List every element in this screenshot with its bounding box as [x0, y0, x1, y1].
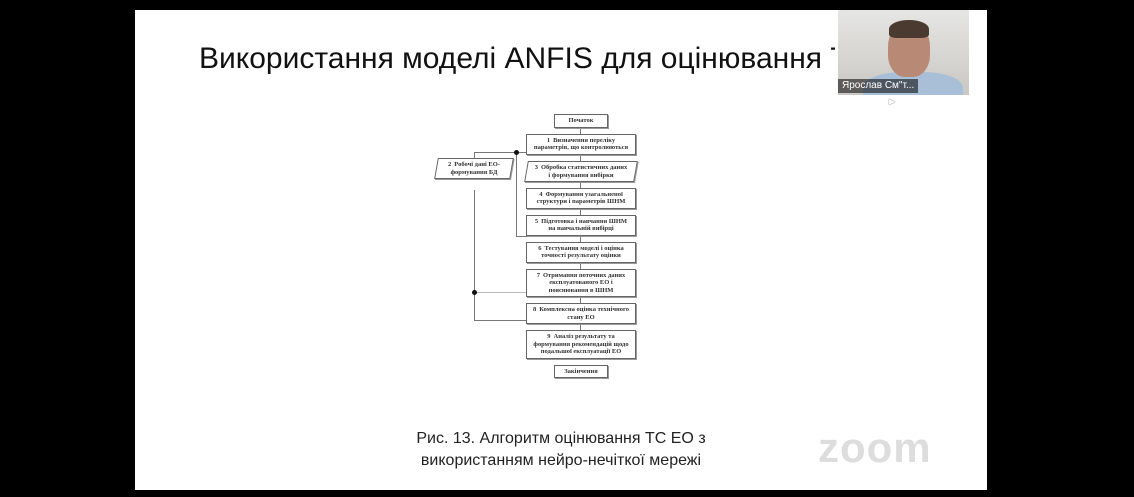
step-text: Підготовка і навчання ШНМ на навчальній …	[541, 217, 628, 233]
step-text: Визначення переліку параметрів, що контр…	[533, 136, 629, 152]
end-text: Закінчення	[564, 367, 598, 375]
feedback-connector	[474, 190, 475, 320]
step-number: 6	[538, 244, 542, 252]
participant-name: Ярослав См"т...	[838, 79, 919, 93]
step-number: 9	[547, 333, 551, 340]
step-number: 3	[534, 163, 538, 171]
participant-video[interactable]: Ярослав См"т...	[838, 10, 969, 95]
connector	[516, 236, 528, 237]
mouse-cursor-icon: ▸	[889, 94, 896, 108]
zoom-watermark: zoom	[818, 424, 932, 471]
step-text: Отримання поточних даних експлуатованого…	[542, 271, 626, 294]
flow-end: Закінчення	[554, 364, 608, 378]
step-number: 1	[546, 136, 551, 144]
step-number: 5	[534, 217, 539, 225]
step-number: 8	[532, 306, 537, 313]
connector	[474, 152, 475, 160]
step-number: 4	[539, 190, 543, 198]
flow-start: Початок	[554, 114, 608, 128]
step-text: Комплексна оцінка технічного стану ЕО	[539, 306, 630, 321]
step-text: Робочі дані ЕО-формування БД	[450, 161, 500, 176]
step-text: Тестування моделі і оцінка точності резу…	[541, 244, 624, 260]
step-text: Аналіз результату та формування рекоменд…	[533, 333, 629, 355]
step-number: 2	[448, 161, 452, 168]
connector	[516, 152, 517, 236]
junction-dot	[514, 150, 519, 155]
junction-dot	[472, 290, 477, 295]
participant-hair	[889, 20, 929, 38]
step-text: Формування узагальненої структури і пара…	[536, 190, 626, 206]
connector	[474, 320, 528, 321]
start-text: Початок	[568, 117, 594, 124]
connector	[474, 292, 528, 293]
slide-title: Використання моделі ANFIS для оцінювання…	[199, 42, 835, 75]
step-number: 7	[536, 271, 540, 279]
caption-line-2: використанням нейро-нечіткої мережі	[420, 452, 702, 469]
caption-line-1: Рис. 13. Алгоритм оцінювання ТС ЕО з	[416, 430, 706, 447]
figure-caption: Рис. 13. Алгоритм оцінювання ТС ЕО з вик…	[380, 428, 742, 472]
step-text: Обробка статистичних даних і формування …	[540, 163, 628, 179]
